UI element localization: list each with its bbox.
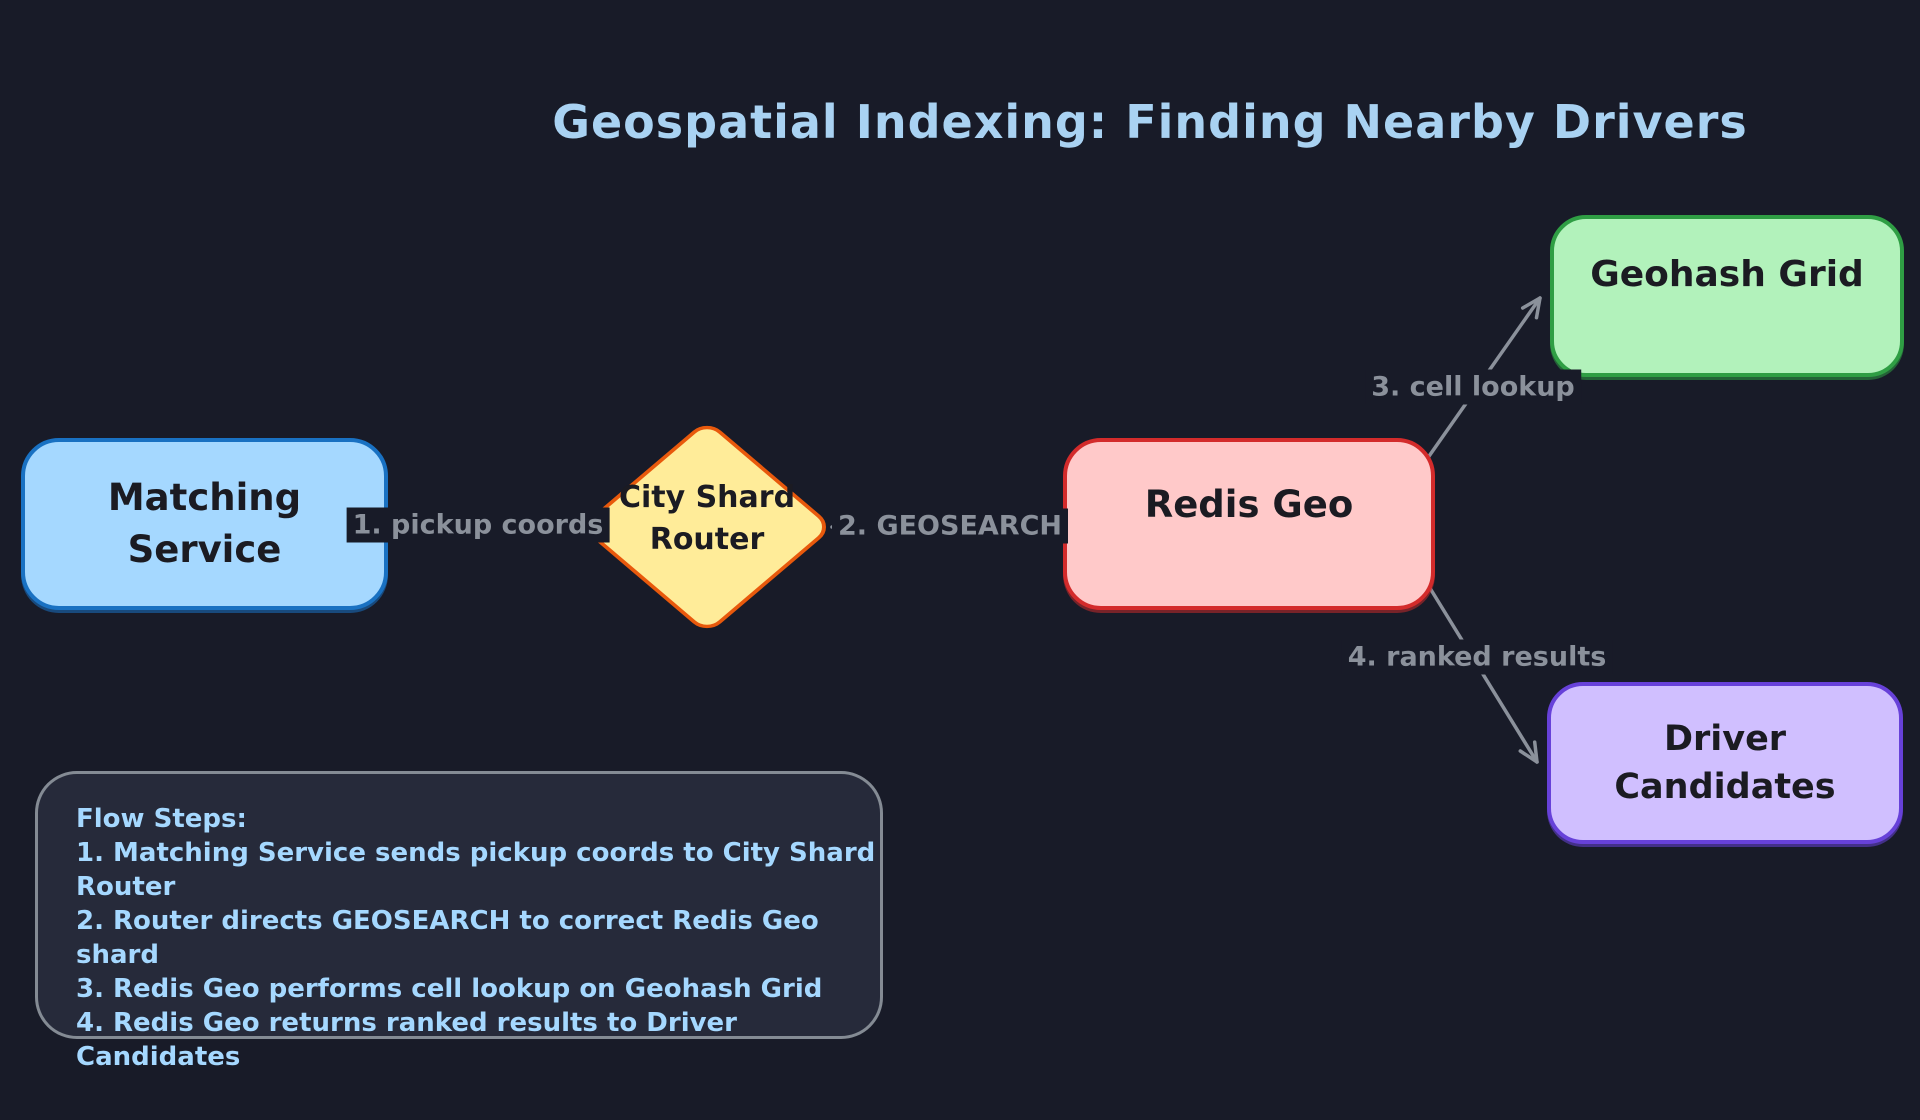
node-driver-candidates-label-line2: Candidates (1614, 767, 1836, 807)
edge-ranked-results-arrowhead (1518, 740, 1539, 764)
node-city-shard-router-label-line2: Router (649, 522, 765, 557)
node-driver-candidates-label-line1: Driver (1663, 719, 1787, 759)
edge-label-ranked-results: 4. ranked results (1341, 639, 1613, 675)
edge-label-pickup-coords: 1. pickup coords (346, 507, 610, 543)
node-matching-service-label-line1: Matching (107, 476, 302, 519)
node-geohash-grid-label: Geohash Grid (1590, 254, 1864, 295)
node-city-shard-router-label: City Shard Router (607, 477, 807, 561)
node-geohash-grid: Geohash Grid (1550, 215, 1904, 377)
diagram-title: Geospatial Indexing: Finding Nearby Driv… (552, 95, 1748, 149)
node-matching-service-label-line2: Service (127, 528, 282, 571)
node-driver-candidates: Driver Candidates (1547, 682, 1903, 844)
node-matching-service: Matching Service (21, 438, 388, 610)
node-city-shard-router-label-line1: City Shard (618, 480, 796, 515)
edge-label-cell-lookup: 3. cell lookup (1365, 369, 1581, 405)
flow-steps-heading: Flow Steps: (76, 804, 247, 834)
node-redis-geo-label: Redis Geo (1144, 483, 1354, 526)
flow-step-1: 1. Matching Service sends pickup coords … (76, 838, 876, 902)
flow-step-4: 4. Redis Geo returns ranked results to D… (76, 1008, 738, 1072)
node-redis-geo: Redis Geo (1063, 438, 1435, 610)
flow-step-3: 3. Redis Geo performs cell lookup on Geo… (76, 974, 823, 1004)
edge-label-geosearch: 2. GEOSEARCH (832, 508, 1068, 544)
flow-steps-panel: Flow Steps: 1. Matching Service sends pi… (35, 771, 883, 1072)
flow-step-2: 2. Router directs GEOSEARCH to correct R… (76, 906, 819, 970)
edge-cell-lookup-arrowhead (1520, 296, 1542, 320)
